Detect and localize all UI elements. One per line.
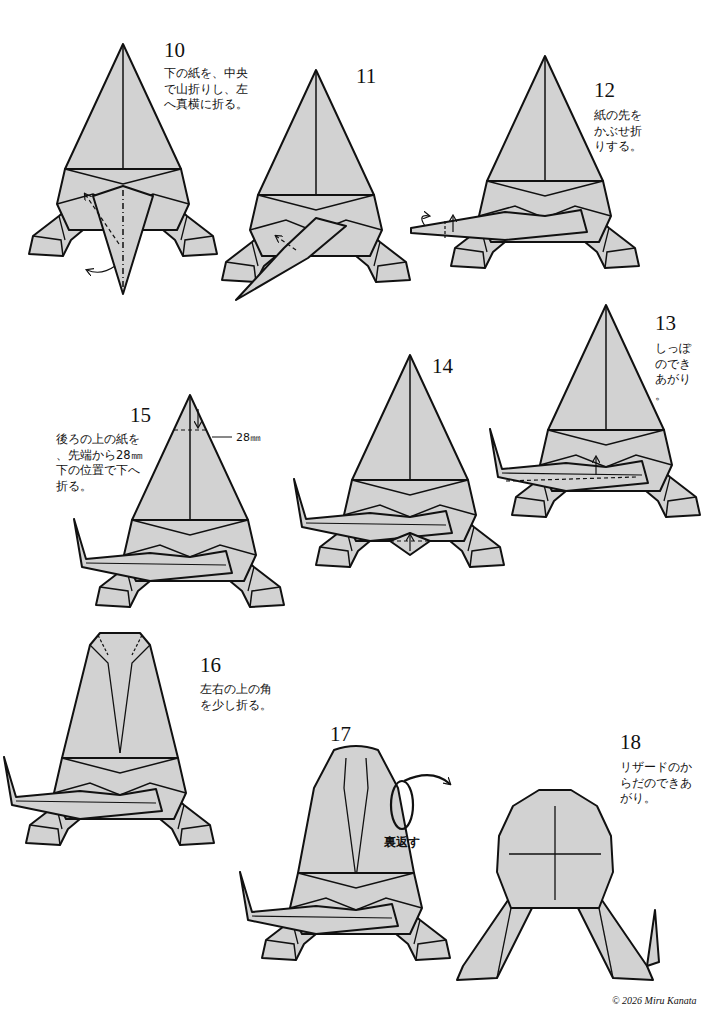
instruction-text: 下の紙を、中央で山折りし、左へ真横に折る。 xyxy=(164,66,259,113)
copyright-note: © 2026 Miru Kanata xyxy=(612,996,697,1006)
instruction-text: 左右の上の角を少し折る。 xyxy=(200,682,272,713)
step-number: 17 xyxy=(330,724,351,745)
step-number: 10 xyxy=(164,40,185,61)
step-number: 13 xyxy=(655,313,676,334)
turn-over-label: 裏返す xyxy=(384,836,420,848)
step-number: 12 xyxy=(594,80,615,101)
instruction-text: リザードのからだのできあがり。 xyxy=(620,760,692,807)
step-number: 16 xyxy=(200,655,221,676)
step-number: 15 xyxy=(130,405,151,426)
instruction-text: しっぽのできあがり。 xyxy=(655,341,692,403)
dimension-label: 28㎜ xyxy=(236,432,261,443)
instruction-text: 後ろの上の紙を、先端から28㎜下の位置で下へ折る。 xyxy=(56,432,151,494)
step-number: 11 xyxy=(356,66,376,87)
step-number: 14 xyxy=(432,356,453,377)
step-number: 18 xyxy=(620,732,641,753)
instruction-text: 紙の先をかぶせ折りする。 xyxy=(594,108,643,155)
